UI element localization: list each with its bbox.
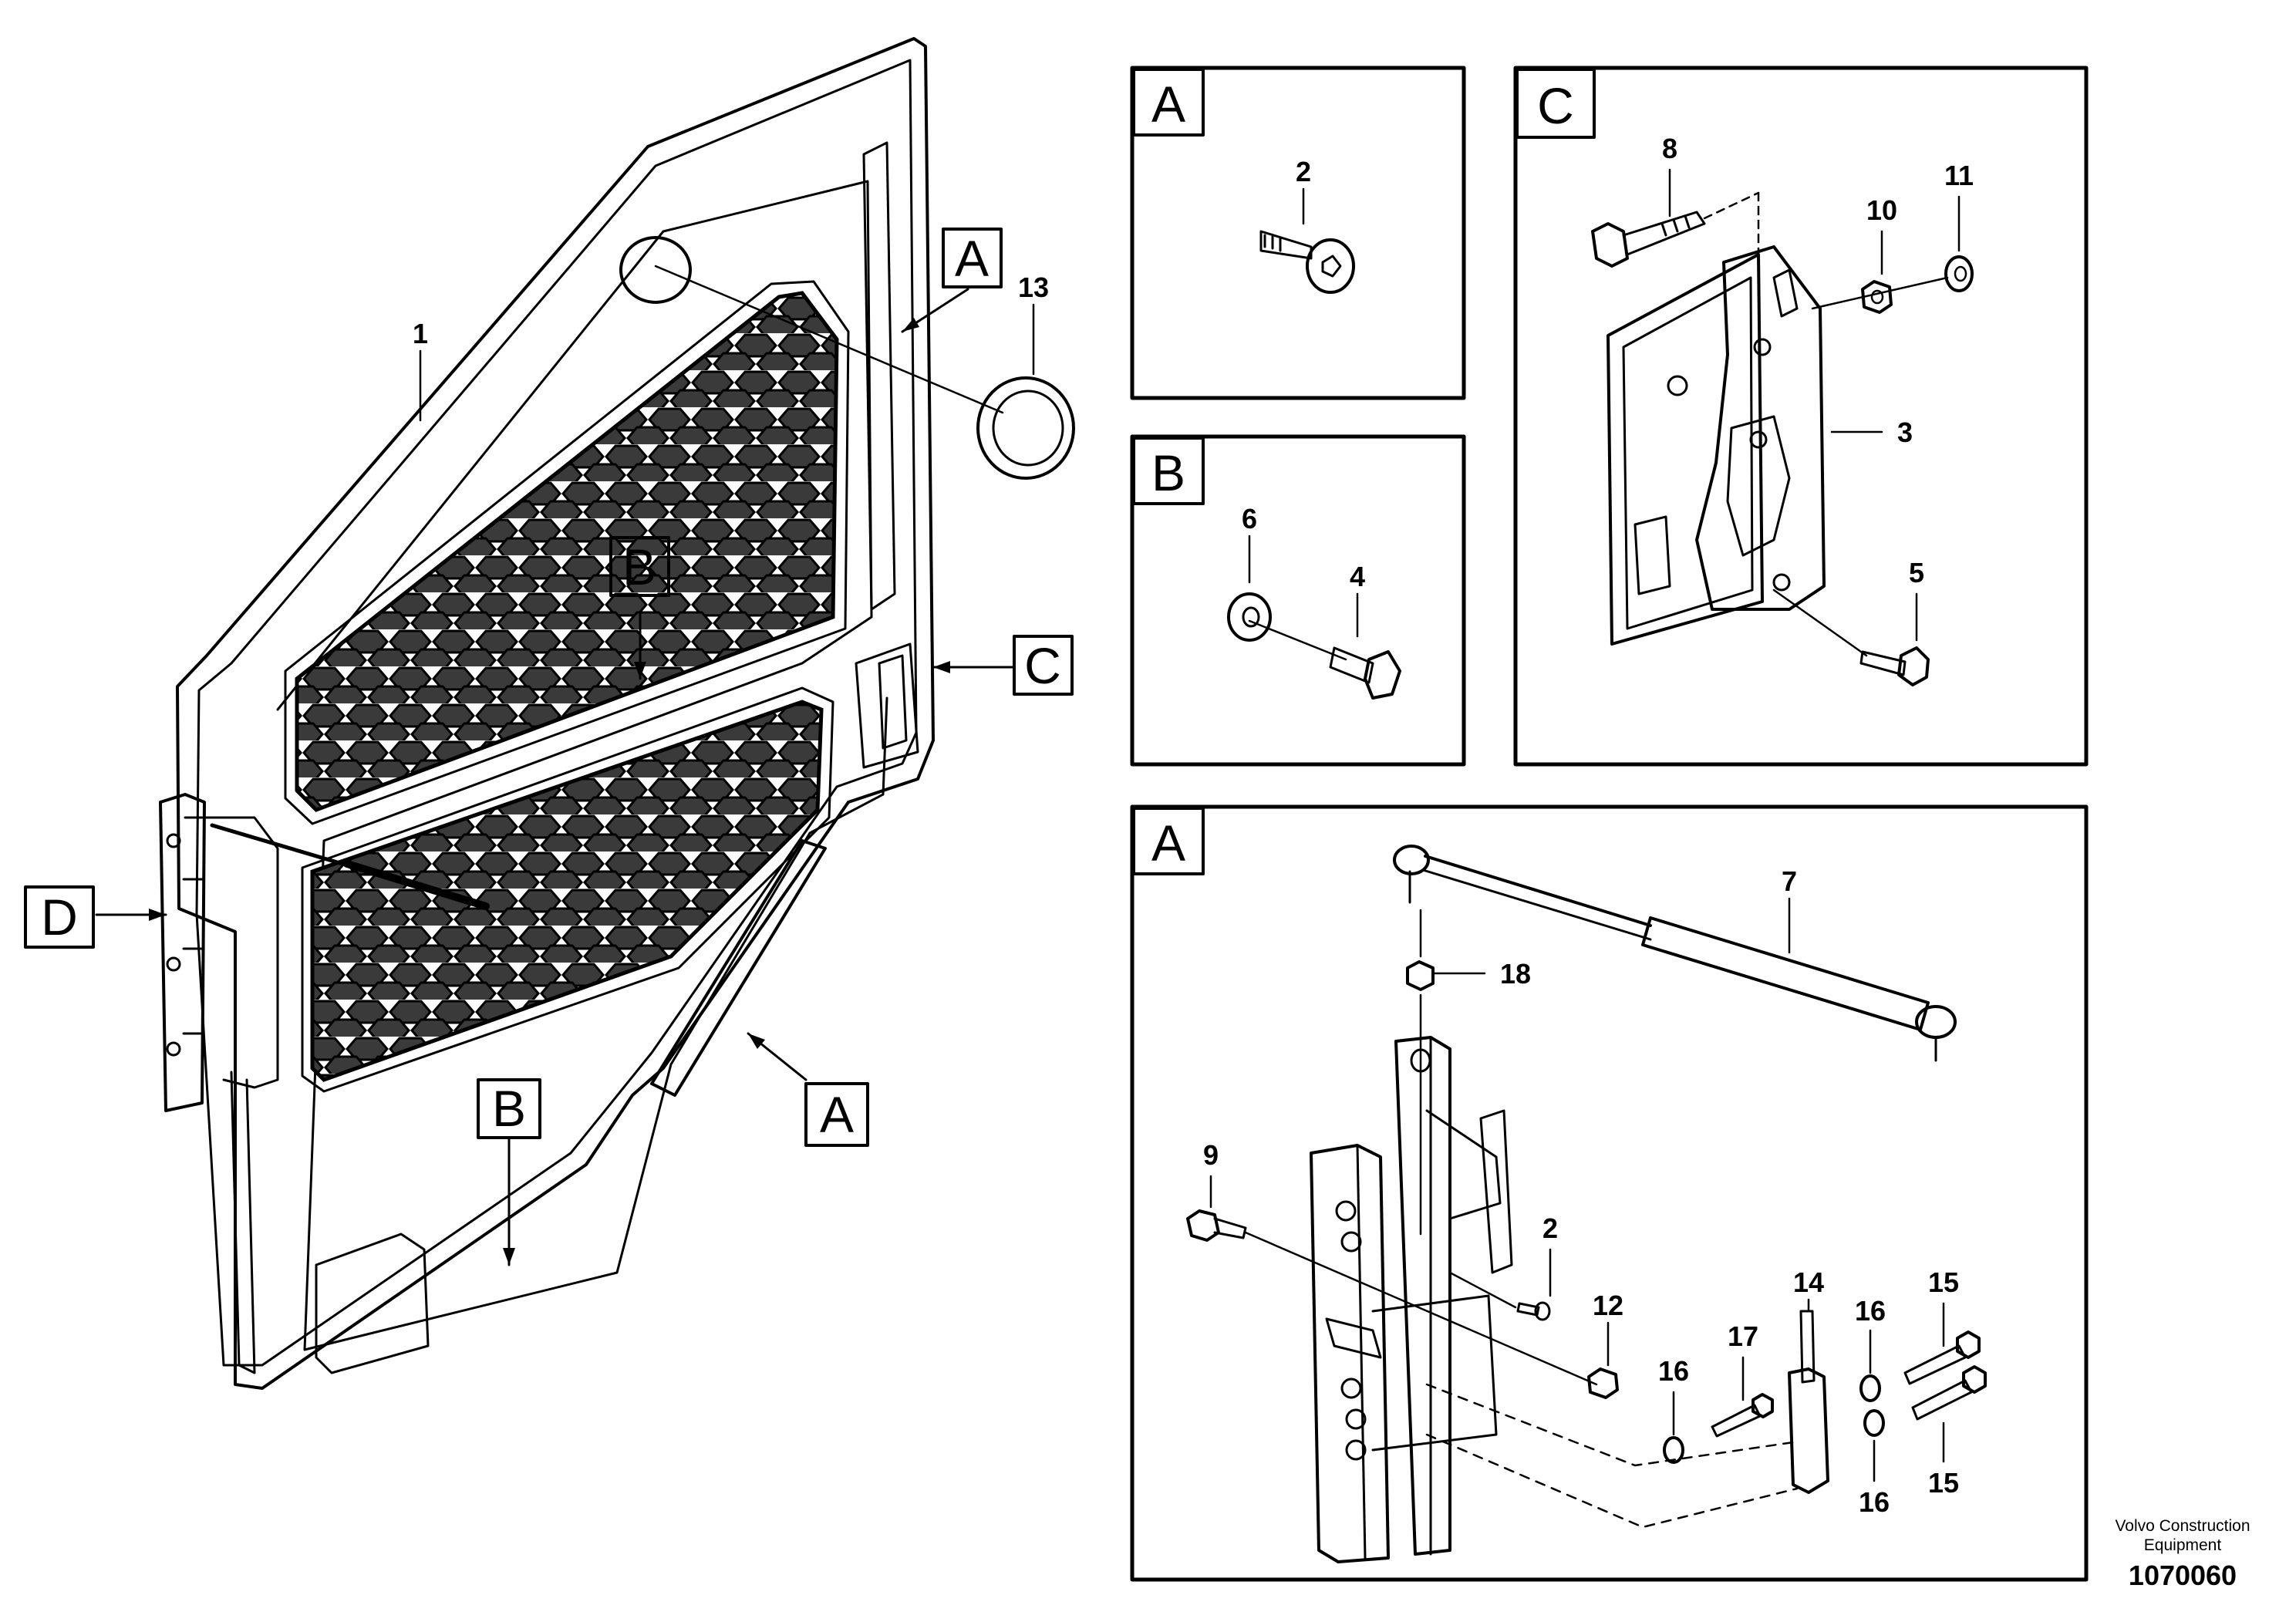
part-label-4: 4	[1350, 561, 1365, 592]
part-label-14: 14	[1793, 1266, 1824, 1298]
detail-panel-a-bottom: A	[1130, 804, 2089, 1582]
part-label-2-top: 2	[1296, 156, 1311, 187]
part-label-11: 11	[1944, 160, 1974, 191]
part-label-15-a: 15	[1928, 1266, 1959, 1298]
detail-callout-a-top: A	[942, 228, 1003, 288]
detail-callout-b-top: B	[609, 536, 670, 597]
svg-text:B: B	[492, 1080, 526, 1137]
part-label-13: 13	[1018, 271, 1049, 303]
publisher-credit: Volvo Construction Equipment 1070060	[2115, 1517, 2250, 1591]
part-label-12: 12	[1593, 1290, 1623, 1321]
svg-text:D: D	[41, 889, 78, 946]
document-number: 1070060	[2129, 1560, 2237, 1591]
part-label-18: 18	[1500, 958, 1531, 990]
part-label-17: 17	[1728, 1320, 1758, 1352]
svg-text:B: B	[1151, 444, 1185, 501]
part-label-5: 5	[1909, 557, 1924, 588]
part-label-16-c: 16	[1859, 1486, 1890, 1518]
detail-callout-c: C	[1013, 635, 1074, 696]
part-label-6: 6	[1242, 503, 1257, 534]
part-label-16-a: 16	[1855, 1295, 1886, 1327]
credit-line-2: Equipment	[2144, 1536, 2222, 1554]
detail-callout-b-bottom: B	[477, 1078, 541, 1139]
detail-callout-d: D	[24, 885, 95, 949]
detail-panel-b: B 6 4	[1130, 434, 1466, 767]
part-label-16-b: 16	[1658, 1355, 1689, 1387]
part-label-15-b: 15	[1928, 1467, 1959, 1499]
part-label-9: 9	[1203, 1139, 1219, 1171]
screw-2	[1259, 230, 1355, 294]
detail-callout-a-bottom: A	[804, 1082, 869, 1147]
door-illustration	[159, 37, 935, 1390]
main-detail-callouts: A B C D A B	[24, 228, 1074, 1147]
credit-line-1: Volvo Construction	[2115, 1517, 2250, 1535]
svg-text:C: C	[1024, 637, 1061, 694]
part-label-7: 7	[1782, 865, 1797, 897]
part-label-8: 8	[1662, 133, 1677, 164]
svg-text:A: A	[820, 1086, 854, 1143]
part-label-10: 10	[1866, 194, 1897, 226]
detail-panel-a-top: A 2	[1130, 66, 1466, 400]
main-leader-lines	[95, 265, 1016, 1266]
svg-text:C: C	[1537, 77, 1574, 134]
svg-text:B: B	[622, 538, 656, 595]
part-label-1: 1	[413, 318, 428, 349]
svg-text:A: A	[1151, 814, 1185, 872]
svg-text:A: A	[1151, 76, 1185, 133]
part-13-trim-ring	[976, 303, 1075, 480]
svg-text:A: A	[955, 230, 989, 287]
detail-panel-c: C 8 10 11	[1513, 66, 2089, 767]
part-label-3: 3	[1897, 416, 1913, 448]
part-label-2-bottom: 2	[1542, 1212, 1558, 1244]
gas-strut-7	[1393, 845, 1957, 1062]
